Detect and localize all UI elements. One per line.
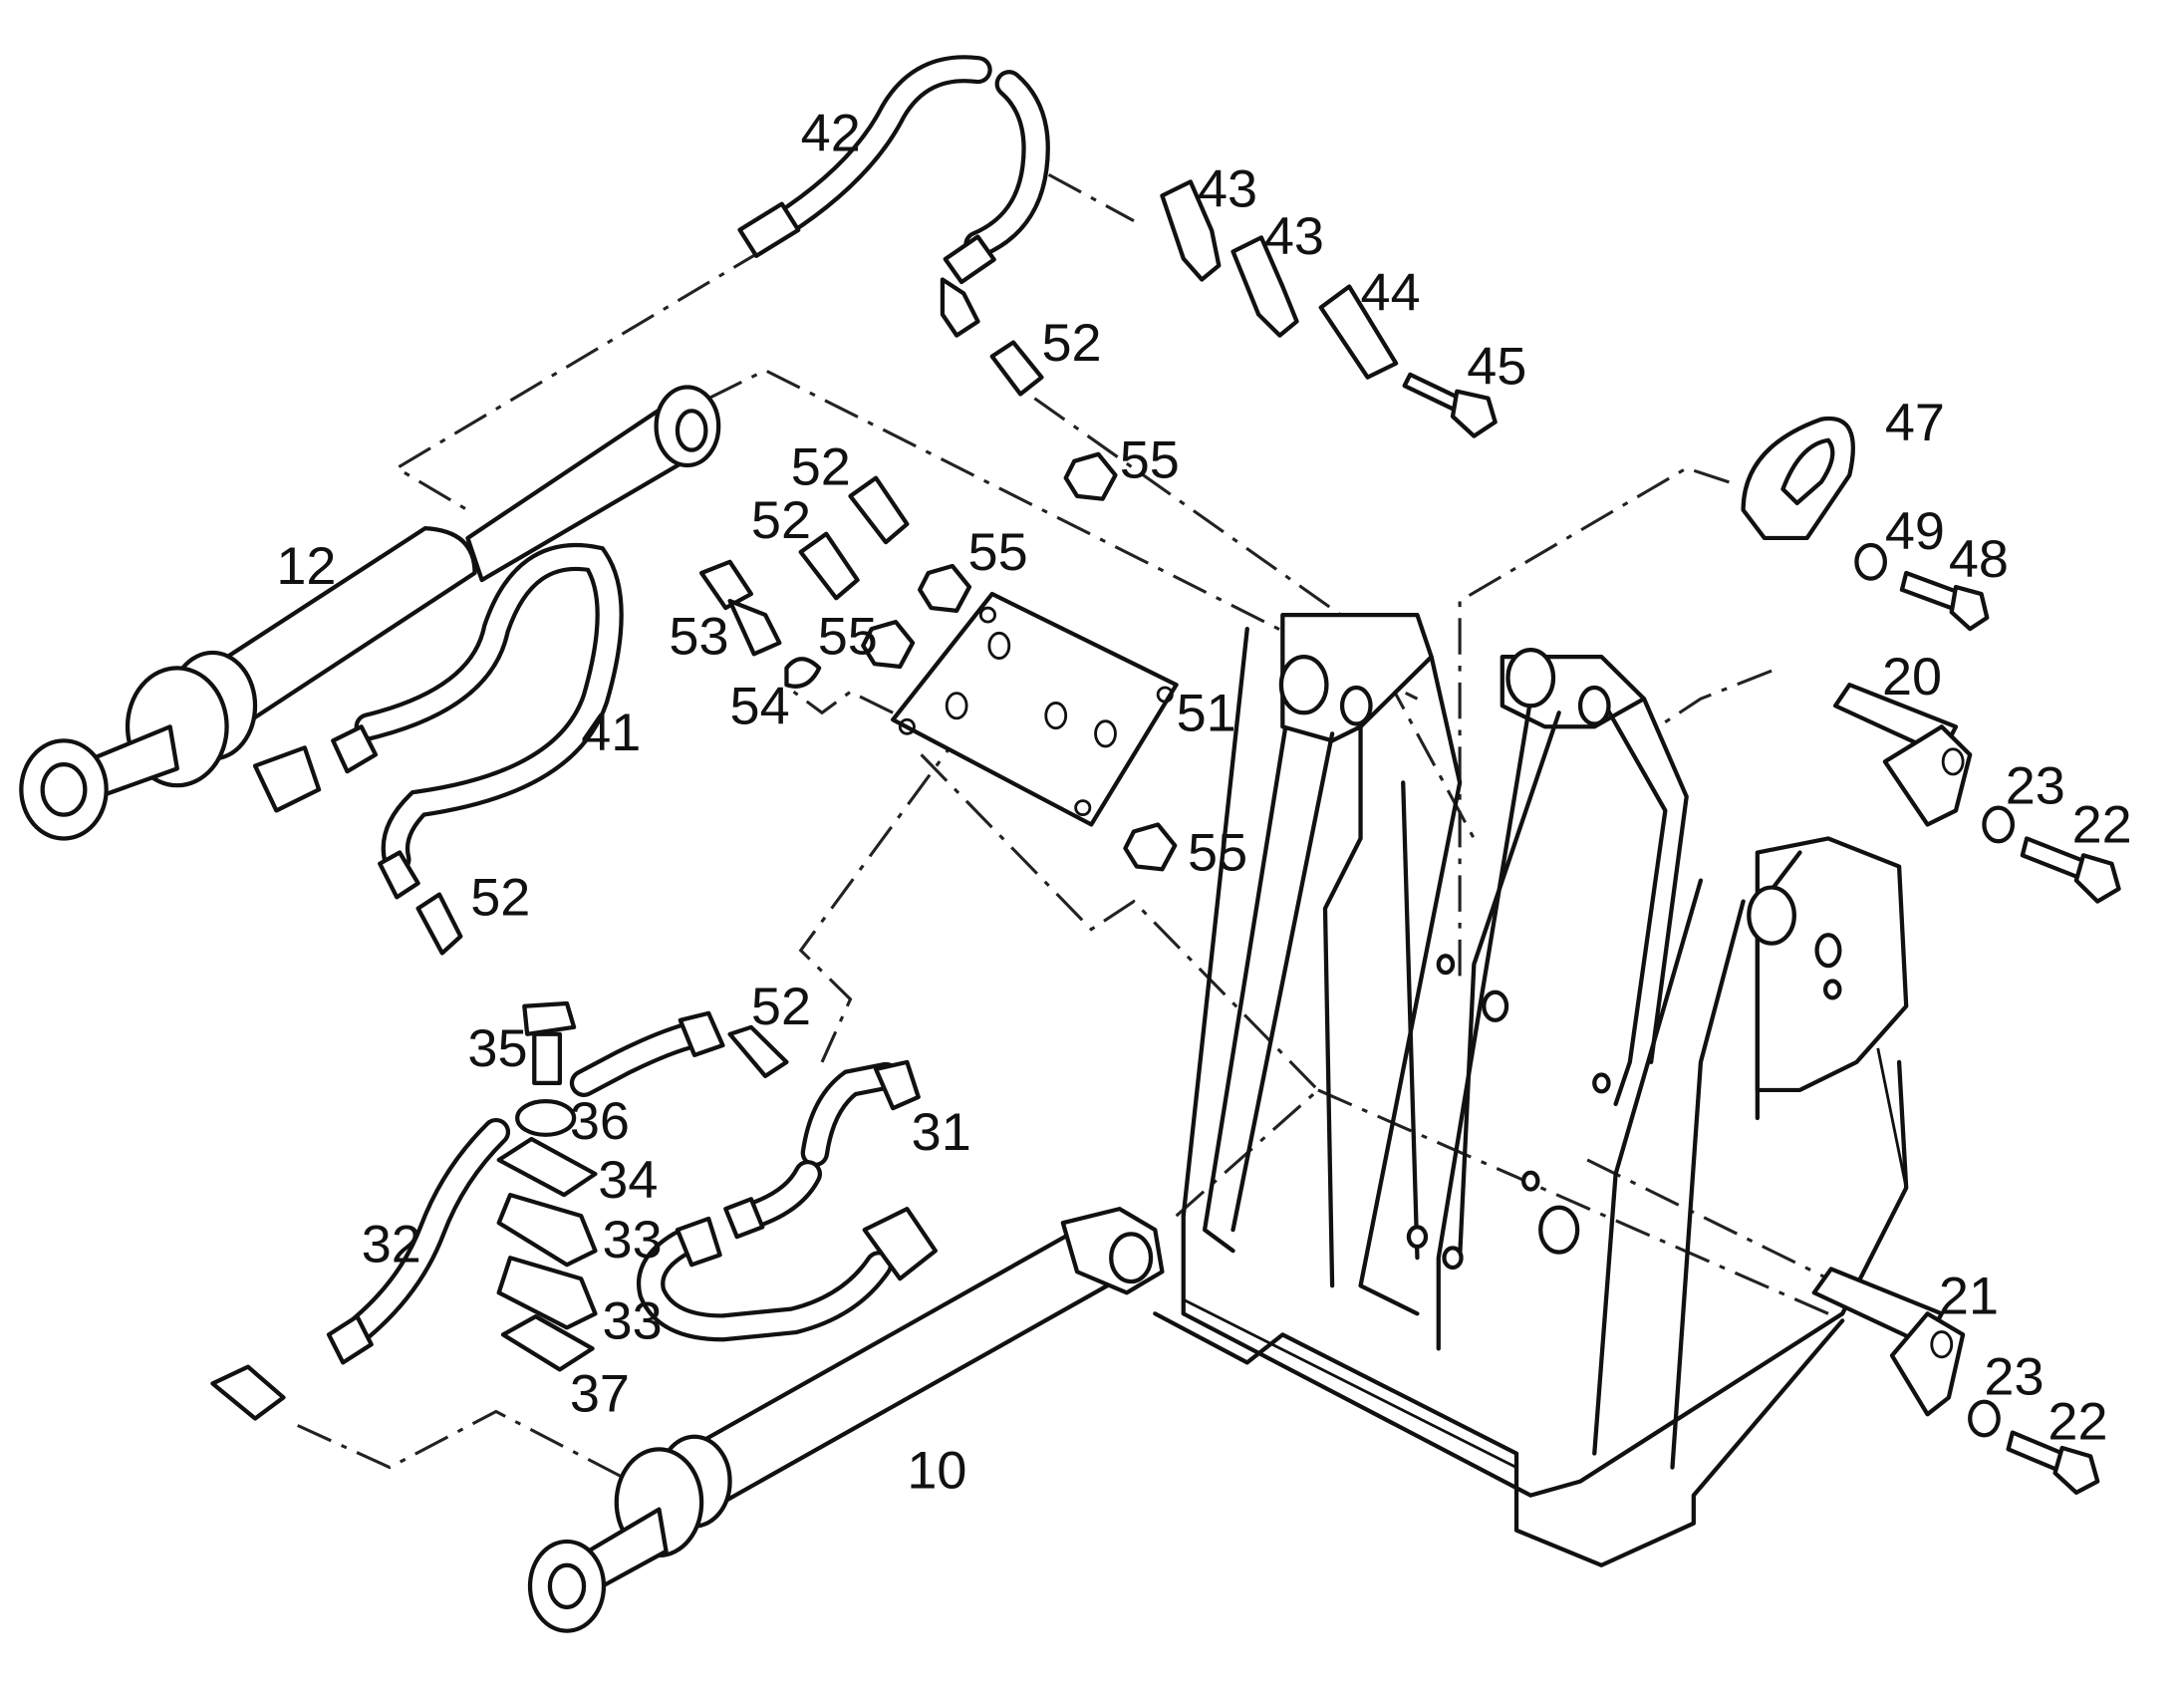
callout-44: 44 bbox=[1361, 263, 1421, 323]
callout-48: 48 bbox=[1949, 530, 2009, 590]
callout-43: 43 bbox=[1198, 159, 1257, 219]
callout-20: 20 bbox=[1882, 647, 1942, 707]
callout-42: 42 bbox=[801, 104, 861, 163]
callout-12: 12 bbox=[276, 537, 336, 597]
callout-33: 33 bbox=[603, 1211, 663, 1271]
fitting-52-left bbox=[415, 892, 463, 956]
bolt-45 bbox=[1402, 372, 1498, 438]
bolt-48 bbox=[1899, 570, 1990, 632]
callout-52: 52 bbox=[751, 490, 811, 550]
washer-23-bottom bbox=[1968, 1399, 2001, 1438]
callout-23: 23 bbox=[1984, 1347, 2044, 1407]
callout-52: 52 bbox=[470, 868, 530, 928]
bolt-35 bbox=[522, 1000, 577, 1086]
tube-u-lower bbox=[637, 1207, 938, 1342]
pin-21 bbox=[1811, 1267, 1966, 1417]
callout-23: 23 bbox=[2006, 756, 2065, 816]
callout-55: 55 bbox=[968, 523, 1028, 583]
fitting-52-lower bbox=[727, 1024, 789, 1079]
tube-31 bbox=[723, 1059, 921, 1240]
callout-52: 52 bbox=[791, 437, 851, 497]
callout-37: 37 bbox=[570, 1364, 630, 1424]
callout-55: 55 bbox=[1188, 823, 1247, 883]
callout-45: 45 bbox=[1467, 337, 1526, 397]
callout-34: 34 bbox=[598, 1150, 658, 1210]
washer-36 bbox=[515, 1099, 577, 1137]
callout-43: 43 bbox=[1264, 207, 1324, 267]
bolt-22-bottom bbox=[2006, 1430, 2100, 1495]
callout-41: 41 bbox=[581, 703, 641, 762]
hose-32 bbox=[210, 1117, 511, 1421]
hose-41 bbox=[331, 542, 624, 900]
callout-55: 55 bbox=[818, 607, 878, 667]
pin-20 bbox=[1832, 683, 1973, 827]
washer-49 bbox=[1854, 542, 1887, 581]
washer-23-top bbox=[1982, 805, 2016, 844]
callout-52: 52 bbox=[751, 977, 811, 1036]
fitting-52-top bbox=[989, 340, 1044, 397]
callout-labels: 42 43 43 44 45 52 55 47 49 48 52 52 55 5… bbox=[276, 104, 2131, 1501]
callout-22: 22 bbox=[2072, 795, 2132, 855]
callout-49: 49 bbox=[1885, 502, 1945, 562]
assembly-leader-lines bbox=[297, 172, 1829, 1483]
callout-10: 10 bbox=[907, 1441, 966, 1501]
nut-55-top bbox=[1063, 451, 1118, 501]
fittings-52-center bbox=[798, 475, 910, 601]
callout-31: 31 bbox=[912, 1103, 971, 1163]
eye-47 bbox=[1741, 416, 1855, 541]
clamp-33-top bbox=[496, 1193, 598, 1268]
callout-22: 22 bbox=[2048, 1392, 2107, 1452]
brackets-43-44 bbox=[1160, 179, 1399, 380]
callout-21: 21 bbox=[1939, 1267, 1999, 1326]
callout-55: 55 bbox=[1120, 430, 1180, 490]
cylinder-12 bbox=[19, 385, 721, 841]
clamp-33-bottom bbox=[496, 1256, 598, 1330]
callout-32: 32 bbox=[362, 1215, 421, 1274]
callout-47: 47 bbox=[1885, 393, 1945, 452]
callout-33: 33 bbox=[603, 1291, 663, 1351]
callout-35: 35 bbox=[467, 1018, 527, 1078]
callout-54: 54 bbox=[730, 677, 790, 736]
cylinder-10 bbox=[527, 1207, 1165, 1633]
hose-42 bbox=[737, 55, 1050, 338]
plate-34 bbox=[496, 1136, 598, 1198]
tube-upper bbox=[569, 1010, 725, 1097]
pad-54 bbox=[784, 657, 822, 689]
bolt-53 bbox=[698, 559, 782, 657]
callout-52: 52 bbox=[1042, 313, 1102, 373]
callout-36: 36 bbox=[570, 1091, 630, 1151]
callout-53: 53 bbox=[669, 607, 728, 667]
plate-37 bbox=[500, 1314, 595, 1372]
main-frame bbox=[1153, 612, 1909, 1567]
bolt-22-top bbox=[2020, 836, 2121, 904]
callout-51: 51 bbox=[1177, 684, 1236, 743]
plate-51 bbox=[891, 591, 1179, 827]
nuts-55-center bbox=[861, 563, 1178, 872]
